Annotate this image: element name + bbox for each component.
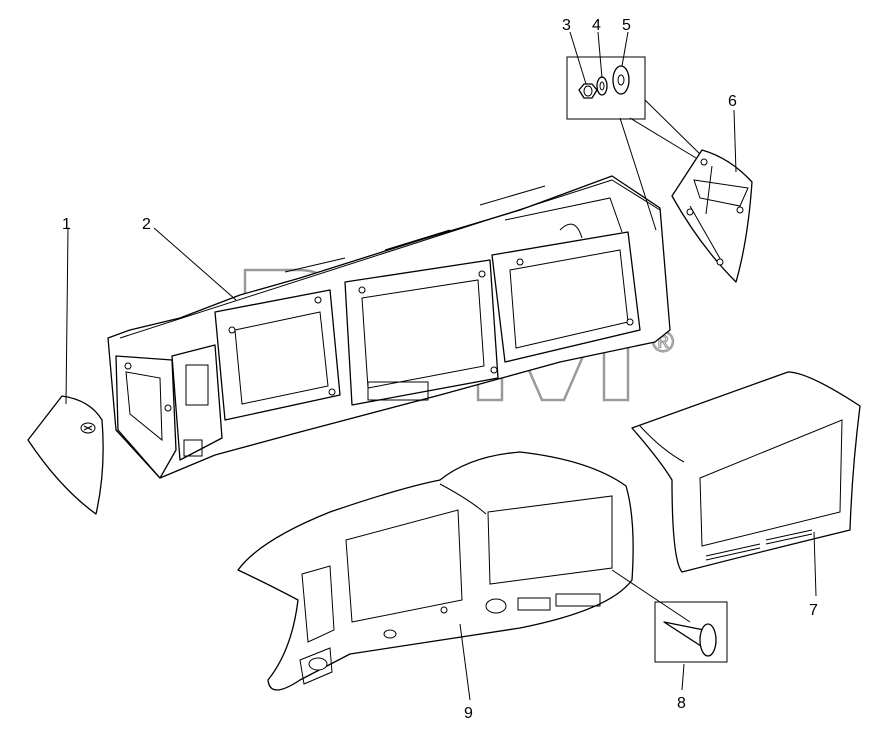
part-4-lock-washer [596, 76, 608, 96]
callout-1: 1 [62, 216, 71, 233]
callout-leaders [65, 31, 817, 701]
part-6-bracket [671, 149, 753, 283]
part-3-nut [578, 83, 598, 99]
callout-4: 4 [592, 17, 601, 34]
part-7-glove-box-cover [631, 371, 861, 573]
callout-8: 8 [677, 695, 686, 712]
part-8-clip [611, 569, 728, 663]
callout-9: 9 [464, 705, 473, 722]
callout-7: 7 [809, 602, 818, 619]
part-1-side-cover [27, 395, 104, 515]
part-9-instrument-panel [237, 451, 634, 691]
callout-2: 2 [142, 216, 151, 233]
fastener-set [566, 56, 705, 231]
part-5-flat-washer [612, 65, 630, 95]
part-2-dashboard-frame [107, 175, 671, 479]
callout-labels: 1 2 3 4 5 6 7 8 9 [62, 17, 818, 722]
callout-5: 5 [622, 17, 631, 34]
callout-6: 6 [728, 93, 737, 110]
callout-3: 3 [562, 17, 571, 34]
